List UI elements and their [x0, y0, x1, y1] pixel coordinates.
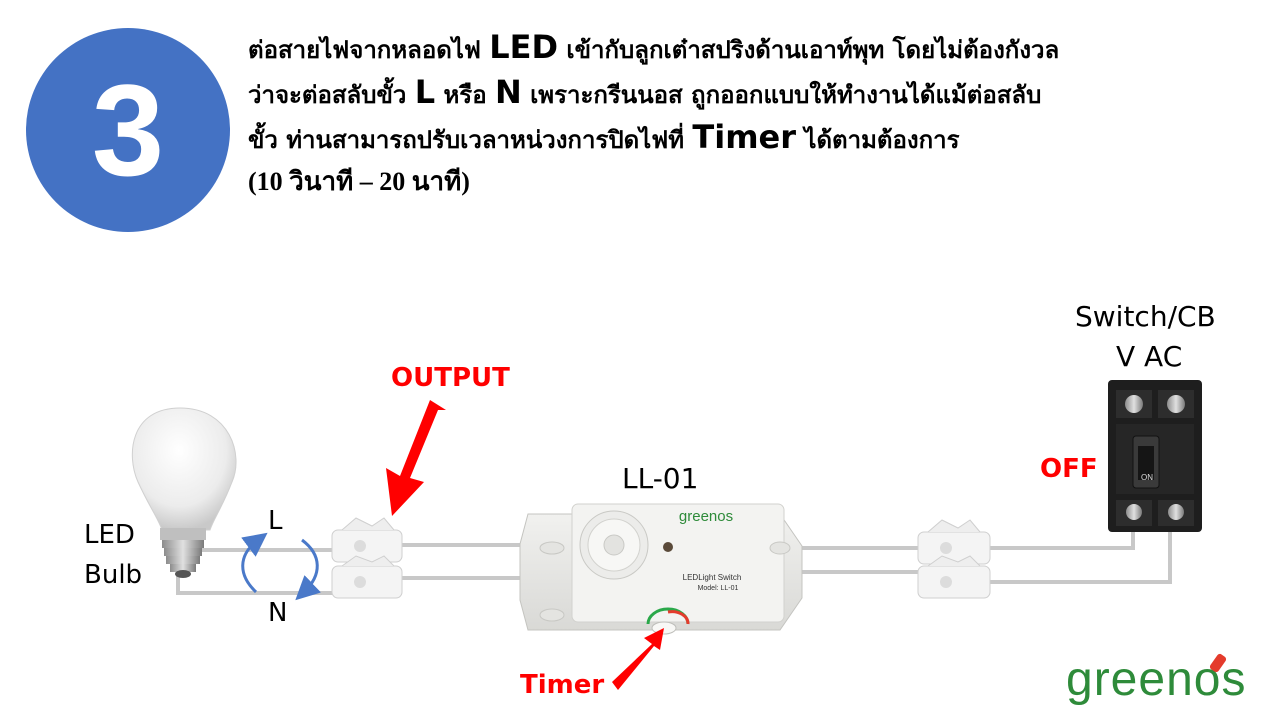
wire-cb-bottom	[988, 522, 1172, 584]
instruction-line-4: (10 วินาที – 20 นาที)	[248, 167, 470, 196]
text-segment: ว่าจะต่อสลับขั้ว	[248, 80, 415, 109]
text-n: N	[494, 73, 522, 111]
text-segment: ต่อสายไฟจากหลอดไฟ	[248, 35, 490, 64]
led-bulb-label-1: LED	[84, 520, 135, 550]
instruction-line-2: ว่าจะต่อสลับขั้ว L หรือ N เพราะกรีนนอส ถ…	[248, 71, 1268, 116]
device-brand-text: greenos	[679, 508, 733, 525]
swap-arrows	[241, 532, 321, 601]
text-led: LED	[489, 28, 559, 66]
live-label: L	[268, 506, 283, 536]
led-bulb	[131, 407, 237, 578]
output-label: OUTPUT	[391, 363, 510, 393]
logo-text: green	[1066, 653, 1194, 706]
led-bulb-label-2: Bulb	[84, 560, 143, 590]
switch-label-2: V AC	[1116, 340, 1183, 373]
device-model-caption: Model: LL-01	[698, 585, 739, 592]
step-number: 3	[91, 57, 165, 203]
wire-bulb-bottom	[176, 572, 336, 595]
text-segment: ขั้ว ท่านสามารถปรับเวลาหน่วงการปิดไฟที่	[248, 125, 693, 154]
greenos-logo: greenos	[1066, 652, 1246, 707]
ll01-device: greenos LEDLight Switch Model: LL-01	[519, 503, 803, 635]
neutral-label: N	[268, 598, 288, 628]
input-connector	[917, 519, 991, 599]
text-segment: เพราะกรีนนอส ถูกออกแบบให้ทำงานได้แม้ต่อส…	[521, 80, 1042, 109]
off-label: OFF	[1040, 454, 1098, 484]
breaker-on-label: ON	[1141, 473, 1153, 482]
text-segment: เข้ากับลูกเต๋าสปริงด้านเอาท์พุท โดยไม่ต้…	[558, 35, 1060, 64]
device-caption: LEDLight Switch	[683, 573, 742, 582]
device-model-label: LL-01	[622, 462, 699, 495]
logo-text: s	[1221, 653, 1247, 706]
instruction-line-1: ต่อสายไฟจากหลอดไฟ LED เข้ากับลูกเต๋าสปริ…	[248, 26, 1268, 71]
instruction-line-3: ขั้ว ท่านสามารถปรับเวลาหน่วงการปิดไฟที่ …	[248, 116, 1268, 161]
text-timer: Timer	[692, 118, 797, 156]
output-arrow	[386, 400, 446, 516]
logo-power-o: o	[1193, 653, 1222, 706]
text-segment: ได้ตามต้องการ	[796, 125, 960, 154]
step-badge: 3	[26, 28, 230, 232]
circuit-breaker: ON	[1108, 380, 1202, 532]
instruction-text: ต่อสายไฟจากหลอดไฟ LED เข้ากับลูกเต๋าสปริ…	[248, 26, 1268, 203]
timer-label: Timer	[520, 670, 605, 700]
timer-arrow	[612, 628, 664, 690]
text-l: L	[414, 73, 436, 111]
output-connector	[331, 517, 403, 599]
text-segment: หรือ	[435, 80, 495, 109]
switch-label-1: Switch/CB	[1075, 300, 1216, 333]
